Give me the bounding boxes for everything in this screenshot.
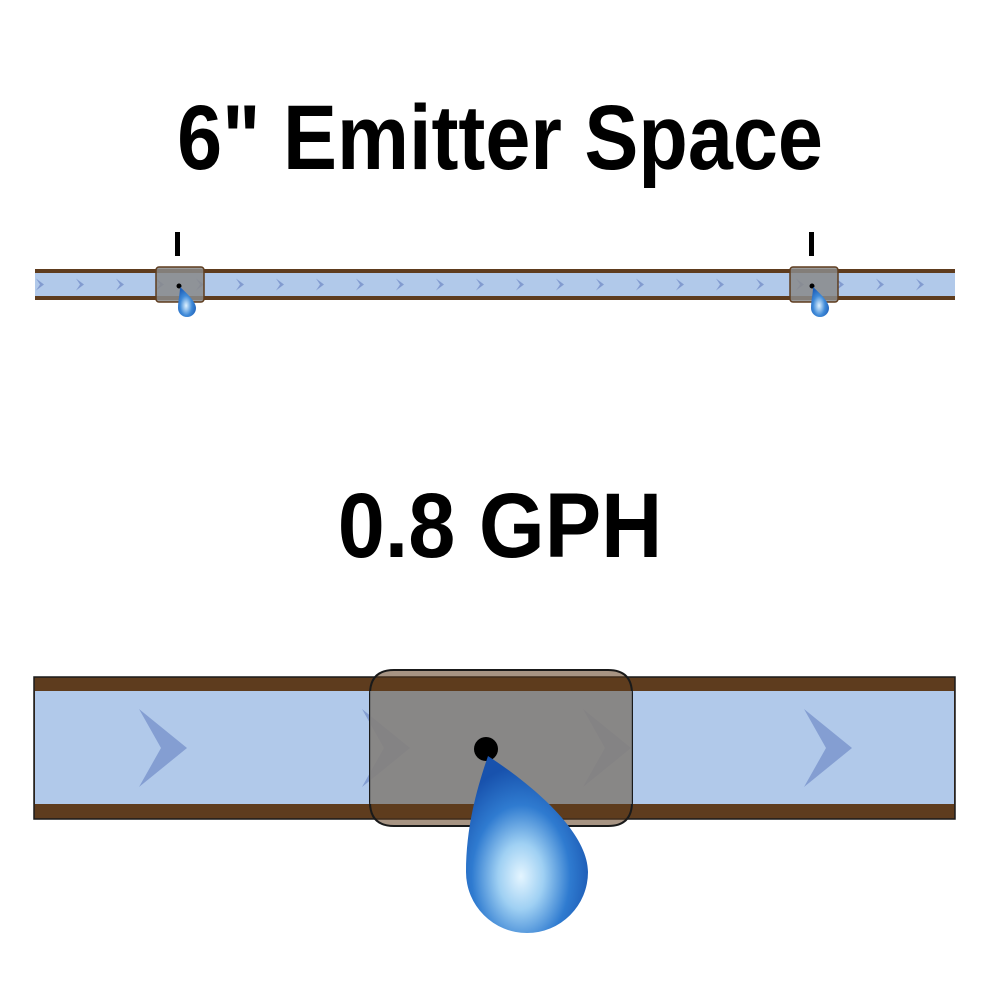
chevron-right-icon (36, 278, 44, 291)
chevron-right-icon (756, 278, 764, 291)
chevron-right-icon (236, 278, 244, 291)
tick-marker-icon (809, 232, 814, 256)
drip-tube-closeup (33, 669, 956, 934)
chevron-right-icon (716, 278, 724, 291)
tube-water (35, 273, 955, 296)
emitter-spacing-title: 6" Emitter Space (177, 87, 823, 189)
chevron-right-icon (356, 278, 364, 291)
water-drop-icon (466, 756, 589, 934)
chevron-right-icon (804, 709, 852, 787)
flow-rate-title: 0.8 GPH (337, 475, 663, 577)
water-drop-icon (178, 287, 196, 317)
emitter-left (155, 232, 205, 317)
chevron-right-icon (476, 278, 484, 291)
chevron-right-icon (916, 278, 924, 291)
chevron-right-icon (556, 278, 564, 291)
chevron-right-icon (396, 278, 404, 291)
chevron-right-icon (316, 278, 324, 291)
tick-marker-icon (175, 232, 180, 256)
chevron-right-icon (636, 278, 644, 291)
chevron-right-icon (276, 278, 284, 291)
chevron-right-icon (436, 278, 444, 291)
emitter-closeup (369, 669, 633, 934)
chevron-right-icon (76, 278, 84, 291)
emitter-hole (474, 737, 498, 761)
chevron-right-icon (139, 709, 187, 787)
drip-tube-overview (35, 232, 955, 317)
chevron-right-icon (676, 278, 684, 291)
chevron-right-icon (876, 278, 884, 291)
chevron-right-icon (516, 278, 524, 291)
chevron-right-icon (116, 278, 124, 291)
water-drop-icon (811, 287, 829, 317)
chevron-right-icon (596, 278, 604, 291)
emitter-right (789, 232, 839, 317)
